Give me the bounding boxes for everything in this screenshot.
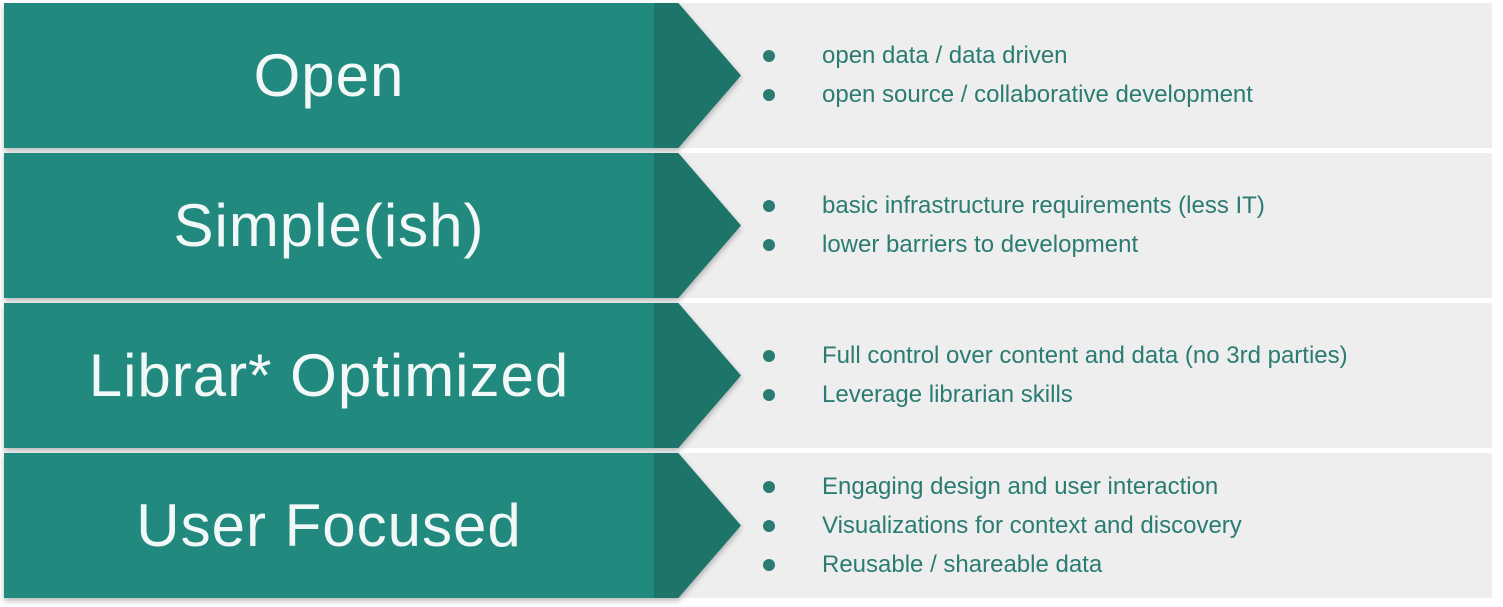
- row-open: Open open data / data driven open source…: [4, 3, 1492, 148]
- bullet-item: lower barriers to development: [763, 226, 1265, 265]
- bullet-list: open data / data driven open source / co…: [763, 3, 1253, 148]
- row-user-focused: User Focused Engaging design and user in…: [4, 453, 1492, 598]
- bullet-text: basic infrastructure requirements (less …: [822, 192, 1265, 219]
- arrow-head-icon: [654, 3, 741, 148]
- row-simple: Simple(ish) basic infrastructure require…: [4, 153, 1492, 298]
- bullet-dot-icon: [763, 50, 775, 62]
- bullet-list: Engaging design and user interaction Vis…: [763, 453, 1242, 598]
- arrow-head-icon: [654, 303, 741, 448]
- arrow-banner: Simple(ish): [4, 153, 741, 298]
- bullet-item: basic infrastructure requirements (less …: [763, 187, 1265, 226]
- bullet-dot-icon: [763, 239, 775, 251]
- arrow-head-icon: [654, 453, 741, 598]
- bullet-dot-icon: [763, 350, 775, 362]
- arrow-head-icon: [654, 153, 741, 298]
- banner-title: Open: [253, 42, 405, 109]
- bullet-item: Visualizations for context and discovery: [763, 506, 1242, 545]
- banner-title: Librar* Optimized: [88, 342, 570, 409]
- banner-title: Simple(ish): [173, 192, 485, 259]
- bullet-item: open data / data driven: [763, 37, 1253, 76]
- bullet-dot-icon: [763, 389, 775, 401]
- bullet-dot-icon: [763, 89, 775, 101]
- bullet-text: open data / data driven: [822, 42, 1068, 69]
- bullet-text: Full control over content and data (no 3…: [822, 342, 1348, 369]
- arrow-body: Librar* Optimized: [4, 303, 654, 448]
- bullet-dot-icon: [763, 519, 775, 532]
- row-librar-optimized: Librar* Optimized Full control over cont…: [4, 303, 1492, 448]
- arrow-body: Open: [4, 3, 654, 148]
- bullet-dot-icon: [763, 200, 775, 212]
- bullet-text: open source / collaborative development: [822, 81, 1253, 108]
- bullet-item: open source / collaborative development: [763, 76, 1253, 115]
- arrow-banner: Open: [4, 3, 741, 148]
- banner-title: User Focused: [136, 492, 522, 559]
- arrow-banner: Librar* Optimized: [4, 303, 741, 448]
- bullet-item: Full control over content and data (no 3…: [763, 337, 1348, 376]
- arrow-banner: User Focused: [4, 453, 741, 598]
- bullet-item: Engaging design and user interaction: [763, 467, 1242, 506]
- arrow-body: User Focused: [4, 453, 654, 598]
- bullet-list: basic infrastructure requirements (less …: [763, 153, 1265, 298]
- bullet-text: Reusable / shareable data: [822, 550, 1103, 578]
- bullet-text: Visualizations for context and discovery: [822, 511, 1242, 539]
- bullet-item: Reusable / shareable data: [763, 545, 1242, 584]
- bullet-dot-icon: [763, 480, 775, 493]
- bullet-text: Leverage librarian skills: [822, 381, 1073, 408]
- bullet-text: Engaging design and user interaction: [822, 472, 1219, 500]
- bullet-dot-icon: [763, 558, 775, 571]
- bullet-text: lower barriers to development: [822, 231, 1139, 258]
- arrow-body: Simple(ish): [4, 153, 654, 298]
- bullet-item: Leverage librarian skills: [763, 376, 1348, 415]
- bullet-list: Full control over content and data (no 3…: [763, 303, 1348, 448]
